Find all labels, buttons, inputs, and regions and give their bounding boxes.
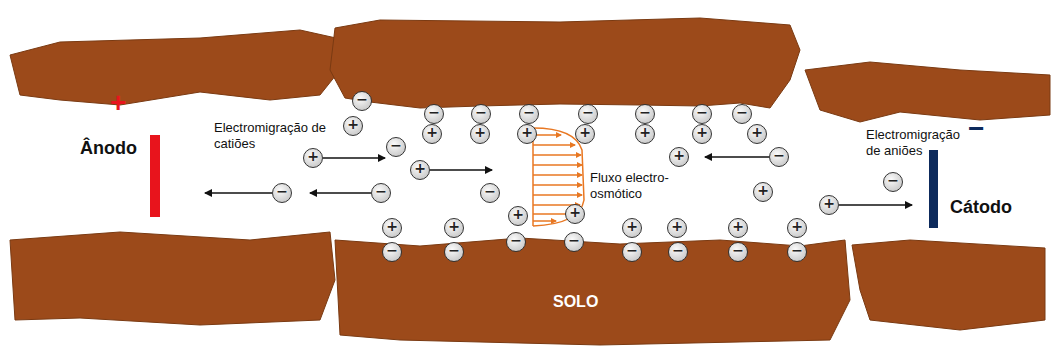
anion-ion: − [506,232,526,252]
ion-charge: − [353,92,371,107]
ion-charge: + [636,125,654,140]
cation-ion: + [444,218,464,238]
ion-charge: − [520,105,538,120]
ion-charge: + [383,219,401,234]
cathode-electrode [929,150,938,228]
process-label: Electromigração de catiões [214,120,326,151]
ion-charge: − [669,243,687,258]
anion-ion: − [635,104,655,124]
ion-charge: − [623,243,641,258]
ion-charge: + [304,149,322,164]
ion-charge: − [565,233,583,248]
ion-charge: − [273,184,291,199]
ion-charge: − [387,138,405,153]
anion-ion: − [480,183,500,203]
anion-ion: − [787,242,807,262]
anion-ion: − [386,137,406,157]
cation-ion: + [747,124,767,144]
anion-ion: − [883,172,903,192]
anode-electrode [150,135,160,217]
ion-charge: − [579,105,597,120]
ion-charge: − [425,105,443,120]
ion-charge: + [693,125,711,140]
ion-charge: + [754,183,772,198]
cation-ion: + [819,195,839,215]
ion-charge: − [445,243,463,258]
cation-ion: + [728,218,748,238]
cation-ion: + [422,124,442,144]
cathode-sign: − [968,112,984,146]
anion-ion: − [471,104,491,124]
ion-charge: − [788,243,806,258]
ion-charge: + [509,207,527,222]
cation-ion: + [667,218,687,238]
ion-charge: − [507,233,525,248]
anion-ion: − [622,242,642,262]
anion-ion: − [352,91,372,111]
ion-charge: + [576,125,594,140]
cation-ion: + [753,182,773,202]
anion-ion: − [371,183,391,203]
cation-ion: + [410,160,430,180]
soil-grains [10,18,1050,345]
ion-charge: − [884,173,902,188]
ion-charge: − [636,105,654,120]
cation-ion: + [303,148,323,168]
anion-ion: − [769,147,789,167]
cation-ion: + [635,124,655,144]
ion-charge: + [729,219,747,234]
ion-charge: + [670,148,688,163]
ion-charge: + [668,219,686,234]
anion-ion: − [382,242,402,262]
ion-charge: + [748,125,766,140]
ion-charge: + [566,205,584,220]
ion-charge: + [518,125,536,140]
ion-charge: − [383,243,401,258]
ion-charge: + [471,125,489,140]
ion-charge: + [344,117,362,132]
velocity-profile [533,128,584,226]
electrode-name: Ânodo [80,138,137,160]
ion-charge: + [623,219,641,234]
ion-charge: − [729,243,747,258]
ion-charge: − [372,184,390,199]
ion-charge: − [693,105,711,120]
cation-ion: + [508,206,528,226]
anion-ion: − [732,104,752,124]
cation-ion: + [669,147,689,167]
anion-ion: − [272,183,292,203]
anion-ion: − [692,104,712,124]
soil-label: SOLO [553,292,598,311]
cation-ion: + [575,124,595,144]
cation-ion: + [343,116,363,136]
ion-charge: + [820,196,838,211]
cation-ion: + [622,218,642,238]
anion-ion: − [424,104,444,124]
cation-ion: + [692,124,712,144]
cation-ion: + [565,204,585,224]
electrode-name: Cátodo [950,197,1012,219]
anion-ion: − [728,242,748,262]
ion-charge: − [770,148,788,163]
anion-ion: − [668,242,688,262]
anion-ion: − [519,104,539,124]
process-label: Electromigração de aniões [866,127,970,158]
cation-ion: + [382,218,402,238]
ion-charge: + [788,219,806,234]
cation-ion: + [470,124,490,144]
ion-charge: + [423,125,441,140]
anion-ion: − [564,232,584,252]
ion-charge: − [472,105,490,120]
anode-sign: + [110,86,126,120]
anion-ion: − [578,104,598,124]
ion-charge: + [445,219,463,234]
cation-ion: + [517,124,537,144]
cation-ion: + [787,218,807,238]
process-label: Fluxo electro- osmótico [590,170,690,201]
ion-charge: − [481,184,499,199]
ion-charge: − [733,105,751,120]
ion-charge: + [411,161,429,176]
anion-ion: − [444,242,464,262]
